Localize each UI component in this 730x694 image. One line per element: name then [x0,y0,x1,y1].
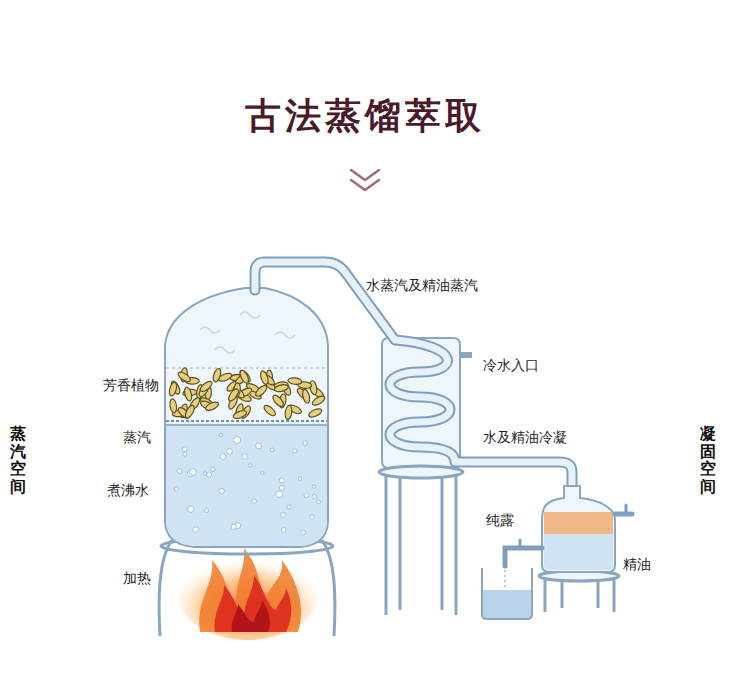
bubble [310,515,315,520]
leaf [183,386,193,401]
plant-rack [166,420,327,422]
leaf [274,384,289,393]
leaf [212,368,222,383]
leaf [168,382,178,397]
hydrosol-beaker-water [483,590,531,618]
leaf [227,387,240,402]
still-stand [159,538,335,636]
bubble [287,505,291,509]
leaf [199,380,214,394]
bubble [183,453,187,457]
aromatic-plants [168,368,326,421]
steam-wisps [200,312,295,353]
leaf [238,369,250,384]
leaf [271,393,285,408]
part-label: 加热 [123,570,151,587]
bubble [301,530,306,535]
leaf [169,398,177,413]
bubbles [174,433,320,534]
part-label: 芳香植物 [103,377,159,394]
bubble [261,471,264,474]
bubble [279,478,284,483]
leaf [301,389,311,404]
leaf [259,370,269,385]
leaf [311,394,326,407]
part-label: 蒸汽 [123,429,151,446]
bubble [193,527,198,532]
leaf [238,369,252,384]
bubble [279,485,284,490]
leaf [262,403,277,417]
part-label: 冷水入口 [483,357,539,374]
bubble [303,441,308,446]
bubble [188,506,194,512]
plant-rack [166,367,327,369]
bubble [231,524,236,529]
part-label: 精油 [623,556,651,573]
bubble [312,494,316,498]
bubble [276,491,283,498]
water-surface [166,424,327,426]
part-label: 水及精油冷凝 [483,429,567,446]
bubble [281,512,286,517]
leaf [284,405,292,420]
vapour-tube [255,262,572,486]
bubble [256,443,262,449]
bubble [298,477,301,480]
still-vessel [165,288,328,547]
leaf [308,407,323,419]
bubble [242,454,248,460]
leaf [177,370,192,383]
bubble [203,472,206,475]
bubble [190,469,197,476]
part-label: 煮沸水 [107,482,149,499]
separator-stand [539,571,619,612]
essential-oil-layer [544,512,613,534]
cold-water-inlet [460,352,472,358]
leaf [204,400,219,412]
boiling-water [166,425,327,546]
bubble [219,488,224,493]
bubble [270,448,274,452]
leaf [184,404,196,419]
region-label: 凝固空间 [700,425,716,495]
bubble [177,469,182,474]
hydrosol-layer [544,534,613,570]
bubble [227,449,233,455]
part-label: 水蒸汽及精油蒸汽 [366,277,478,294]
leaf [288,377,303,385]
drip-line [504,570,506,588]
bubble [317,500,321,504]
fire [178,548,318,640]
bubble [252,499,257,504]
bubble [249,464,252,467]
part-label: 纯露 [486,512,514,529]
bubble [293,449,297,453]
leaf [254,384,269,398]
bubble [204,508,208,512]
bubble [234,437,241,444]
condenser-stand [379,466,463,615]
bubble [211,467,215,471]
bubble [207,472,212,477]
chevron [351,170,379,190]
bubble [312,485,315,488]
leaf [232,409,247,420]
separator-flask [542,486,615,572]
bubble [219,433,222,436]
separator-taps [505,505,632,566]
bubble [220,454,226,460]
bubble [174,487,178,491]
region-label: 蒸汽空间 [10,425,26,495]
hydrosol-beaker [482,568,532,619]
bubble [281,528,286,533]
bubble [304,493,309,498]
page-title: 古法蒸馏萃取 [0,92,730,141]
bubble [182,447,187,452]
